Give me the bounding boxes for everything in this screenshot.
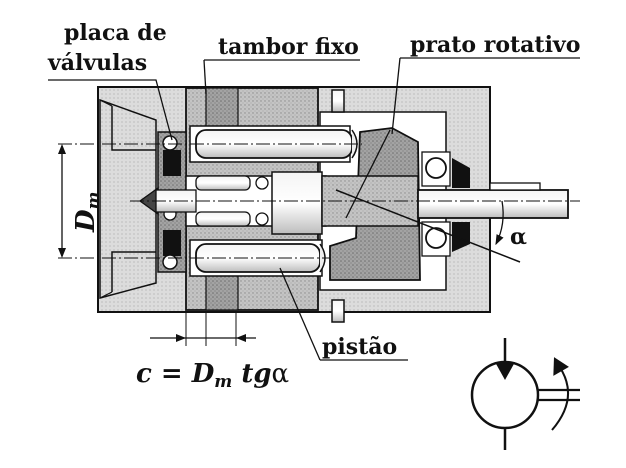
valve-plate-label-line1: placa de [64, 20, 167, 46]
c-dimension: c = Dm tgα [136, 312, 289, 392]
top-bolt [331, 89, 345, 113]
rotating-plate-label: prato rotativo [410, 32, 580, 58]
shaft-icon [538, 388, 580, 402]
dm-label: Dm [71, 191, 104, 233]
bottom-bolt [331, 299, 345, 323]
formula-label: c = Dm tgα [136, 359, 289, 392]
bearings [421, 151, 470, 257]
leader-lines [48, 57, 580, 361]
hydraulic-motor-symbol [470, 338, 580, 450]
swash-angle: α [335, 129, 527, 263]
seal-upper [452, 158, 470, 188]
shaft-key [489, 182, 541, 191]
valve-plate-label-line2: válvulas [47, 50, 147, 76]
valve-port-lower [163, 230, 181, 256]
piston-label: pistão [322, 334, 397, 360]
dm-dimension: Dm [58, 144, 104, 258]
valve-port-upper [163, 150, 181, 176]
flow-triangle-icon [495, 362, 515, 380]
fixed-drum-label: tambor fixo [218, 34, 359, 60]
alpha-label: α [510, 224, 527, 250]
seal-lower [452, 222, 470, 252]
output-shaft [417, 182, 569, 219]
